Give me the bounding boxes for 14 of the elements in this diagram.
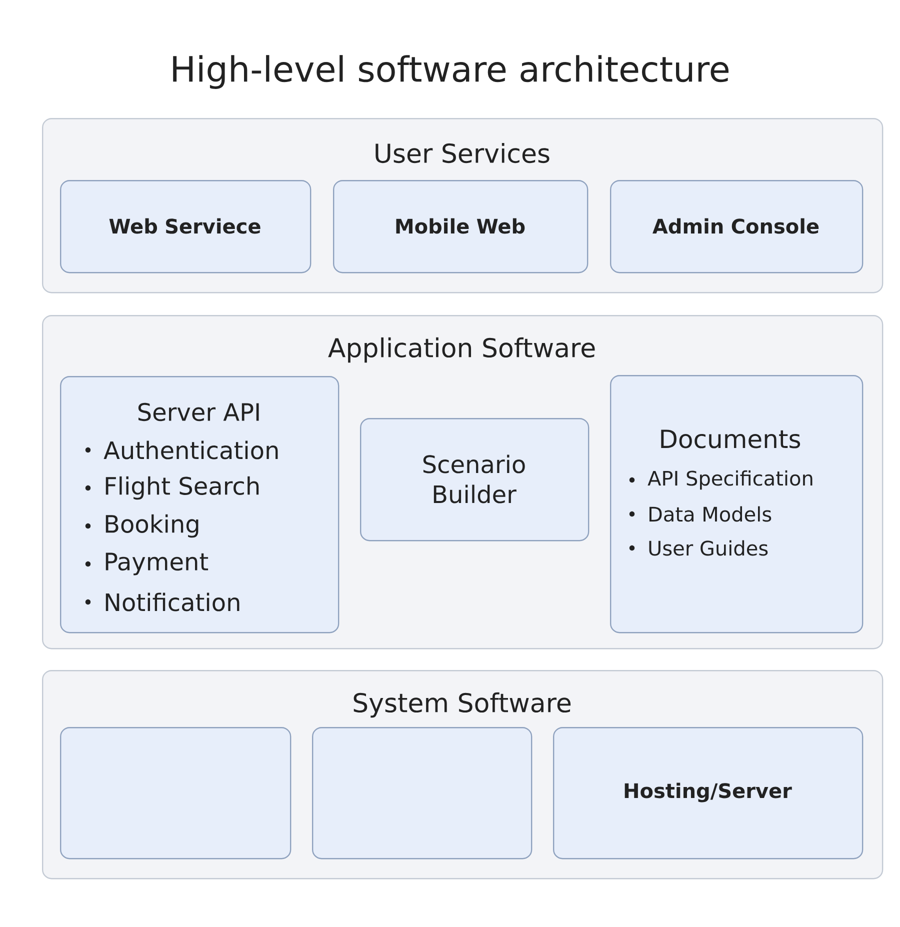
component-box: Scenario Builder [360, 418, 590, 542]
component-box [60, 727, 292, 860]
text-line: Payment [106, 552, 208, 576]
text-line: Booking [106, 514, 198, 538]
component-box: Hosting/Server [553, 727, 864, 860]
text-line: Flight Search [106, 476, 259, 500]
component-box [312, 727, 532, 860]
text-line: Notification [106, 592, 240, 612]
text-line: User Guides [649, 540, 768, 556]
component-box: Admin Console [610, 180, 864, 274]
component-box: Web Serviece [60, 180, 312, 274]
component-box: Mobile Web [333, 180, 588, 274]
diagram-title: High-level software architecture [173, 55, 729, 89]
text-line: Data Models [650, 506, 772, 522]
